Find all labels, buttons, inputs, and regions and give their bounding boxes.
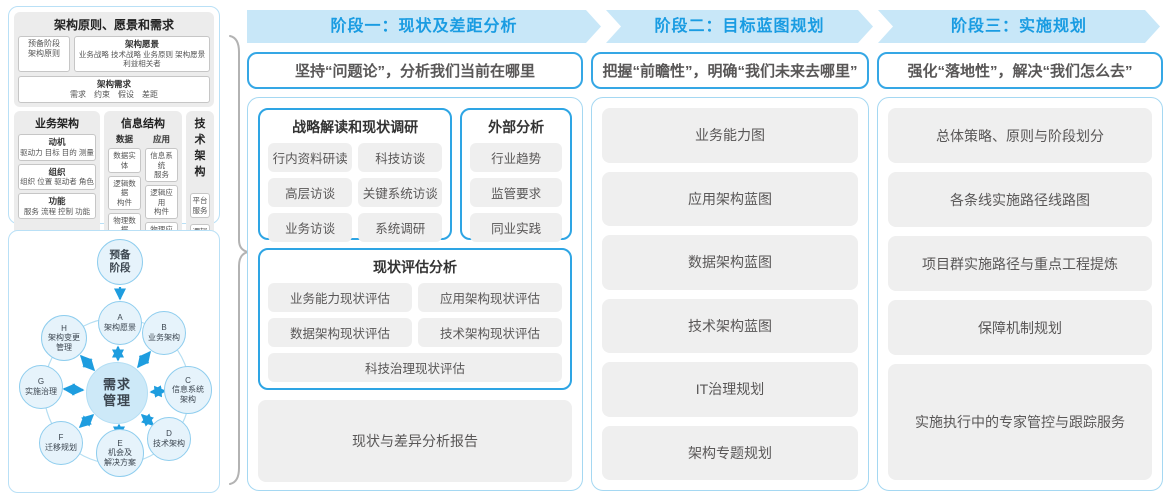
assessment-item: 业务能力现状评估	[268, 283, 412, 312]
architecture-content-panel: 架构原则、愿景和需求 预备阶段 架构原则 架构愿景 业务战略 技术战略 业务原则…	[8, 6, 220, 352]
strategy-research-box: 战略解读和现状调研 行内资料研读 科技访谈 高层访谈 关键系统访谈 业务访谈 系…	[258, 108, 453, 242]
assessment-item: 数据架构现状评估	[268, 318, 412, 347]
assessment-box: 现状评估分析 业务能力现状评估 应用架构现状评估 数据架构现状评估 技术架构现状…	[258, 248, 572, 390]
external-item: 同业实践	[470, 213, 562, 242]
prep-principles-box: 预备阶段 架构原则	[18, 36, 70, 73]
phase3-column: 总体策略、原则与阶段划分 各条线实施路径线路图 项目群实施路径与重点工程提炼 保…	[877, 97, 1163, 491]
adm-node-h: H 架构变更 管理	[41, 315, 87, 361]
adm-prep-node: 预备 阶段	[97, 239, 143, 285]
principles-vision-section: 架构原则、愿景和需求 预备阶段 架构原则 架构愿景 业务战略 技术战略 业务原则…	[14, 12, 214, 108]
external-item: 行业趋势	[470, 143, 562, 172]
adm-node-d: D 技术架构	[147, 417, 191, 461]
gap-analysis-report-box: 现状与差异分析报告	[258, 400, 572, 482]
phase1-column: 战略解读和现状调研 行内资料研读 科技访谈 高层访谈 关键系统访谈 业务访谈 系…	[247, 97, 583, 491]
phase3-item: 实施执行中的专家管控与跟踪服务	[888, 364, 1152, 480]
phase2-band: 阶段二：目标蓝图规划	[606, 10, 873, 43]
research-item: 科技访谈	[358, 143, 443, 172]
adm-node-a: A 架构愿景	[98, 301, 142, 345]
assessment-item: 科技治理现状评估	[268, 353, 562, 382]
phase1-band: 阶段一：现状及差距分析	[247, 10, 601, 43]
data-entity-box: 数据实体	[108, 148, 141, 173]
logical-data-box: 逻辑数据 构件	[108, 175, 141, 211]
research-item: 行内资料研读	[268, 143, 353, 172]
phase1-subtitle: 坚持“问题论”，分析我们当前在哪里	[247, 52, 583, 89]
research-item: 高层访谈	[268, 178, 353, 207]
external-analysis-box: 外部分析 行业趋势 监管要求 同业实践	[460, 108, 572, 242]
phase2-item: 应用架构蓝图	[602, 171, 858, 226]
research-item: 关键系统访谈	[358, 178, 443, 207]
assessment-item: 应用架构现状评估	[418, 283, 562, 312]
platform-service-box: 平台服务	[190, 193, 210, 218]
organization-box: 组织 组织 位置 驱动者 角色	[18, 163, 96, 190]
phase2-item: IT治理规划	[602, 362, 858, 417]
phase2-subtitle: 把握“前瞻性”，明确“我们未来去哪里”	[591, 52, 869, 89]
principles-vision-title: 架构原则、愿景和需求	[53, 18, 174, 32]
vision-box: 架构愿景 业务战略 技术战略 业务原则 架构愿景 利益相关者	[74, 36, 210, 73]
requirements-box: 架构需求 需求 约束 假设 差距	[18, 76, 210, 104]
phase2-item: 技术架构蓝图	[602, 298, 858, 353]
info-system-service-box: 信息系统 服务	[145, 148, 178, 183]
adm-node-e: E 机会及 解决方案	[96, 429, 144, 477]
adm-requirements-center: 需求 管理	[86, 362, 148, 424]
logical-app-box: 逻辑应用 构件	[145, 185, 178, 220]
phase3-subtitle: 强化“落地性”，解决“我们怎么去”	[877, 52, 1163, 89]
phase3-item: 保障机制规划	[888, 300, 1152, 356]
adm-node-g: G 实施治理	[19, 365, 63, 409]
function-box: 功能 服务 流程 控制 功能	[18, 192, 96, 220]
adm-node-c: C 信息系统 架构	[164, 366, 212, 414]
phase3-item: 项目群实施路径与重点工程提炼	[888, 236, 1152, 292]
phase3-item: 总体策略、原则与阶段划分	[888, 108, 1152, 164]
phase2-item: 数据架构蓝图	[602, 235, 858, 290]
phase2-item: 业务能力图	[602, 108, 858, 163]
phase3-band: 阶段三：实施规划	[878, 10, 1160, 43]
external-item: 监管要求	[470, 178, 562, 207]
phase3-item: 各条线实施路径线路图	[888, 172, 1152, 228]
research-item: 业务访谈	[268, 213, 353, 242]
adm-cycle-panel: 预备 阶段 A 架构愿景 B 业务架构 C 信息系统 架构 D 技术架构 E 机…	[8, 230, 220, 493]
phase2-item: 架构专题规划	[602, 425, 858, 480]
adm-node-b: B 业务架构	[142, 311, 186, 355]
assessment-item: 技术架构现状评估	[418, 318, 562, 347]
phase2-column: 业务能力图 应用架构蓝图 数据架构蓝图 技术架构蓝图 IT治理规划 架构专题规划	[591, 97, 869, 491]
motivation-box: 动机 驱动力 目标 目的 测量	[18, 134, 96, 161]
adm-node-f: F 迁移规划	[39, 421, 83, 465]
research-item: 系统调研	[358, 213, 443, 242]
